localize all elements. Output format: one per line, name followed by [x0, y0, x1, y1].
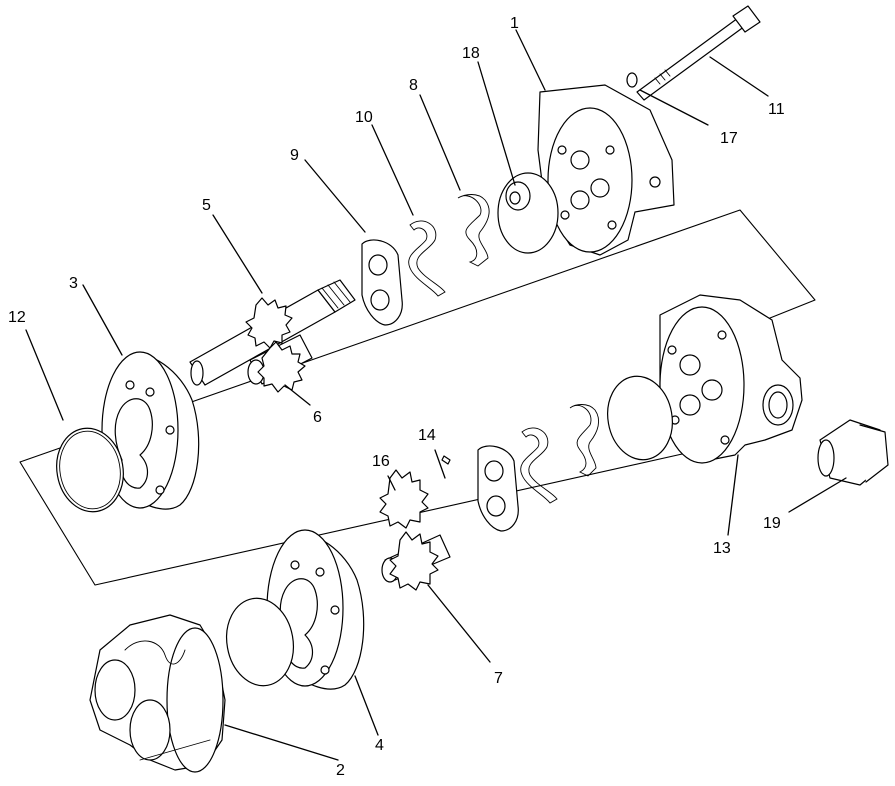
- callout-2: 2: [336, 762, 345, 779]
- part-17-washer: [626, 72, 638, 88]
- callout-1: 1: [510, 15, 519, 32]
- callout-17: 17: [720, 130, 738, 147]
- callout-13: 13: [713, 540, 731, 557]
- part-2-rear-housing: [89, 614, 226, 773]
- part-8-spring-seal: [457, 194, 490, 267]
- callout-14: 14: [418, 427, 436, 444]
- callout-9: 9: [290, 147, 299, 164]
- part-1-cover-housing: [537, 84, 675, 256]
- part-7-gear-shaft: [381, 531, 451, 591]
- part-18-seal-plate: [497, 172, 559, 254]
- callout-11: 11: [768, 101, 785, 118]
- part-13-pump-body: [659, 294, 803, 464]
- callout-19: 19: [763, 515, 781, 532]
- callout-4: 4: [375, 737, 384, 754]
- callout-12: 12: [8, 309, 26, 326]
- leader-lines: [25, 29, 847, 761]
- callout-10: 10: [355, 109, 373, 126]
- part-19-fitting: [817, 419, 889, 486]
- wear-plate-lower: [477, 445, 519, 532]
- callout-7: 7: [494, 670, 503, 687]
- callout-8: 8: [409, 77, 418, 94]
- part-14-dowel-pin: [441, 455, 451, 465]
- callout-labels: 1 2 3 4 5 6 7 8 9 10 11 12 13 14 16 17 1…: [8, 15, 785, 779]
- callout-5: 5: [202, 197, 211, 214]
- callout-6: 6: [313, 409, 322, 426]
- part-12-seal-ring: [56, 427, 124, 513]
- callout-18: 18: [462, 45, 480, 62]
- part-11-bolt: [636, 5, 761, 101]
- seal-ring-lower-left: [226, 597, 294, 687]
- part-5-drive-gear-shaft: [189, 279, 356, 386]
- part-10-seal: [408, 220, 446, 297]
- seal-lower: [520, 427, 558, 504]
- part-9-wear-plate: [361, 239, 403, 326]
- callout-3: 3: [69, 275, 78, 292]
- callout-16: 16: [372, 453, 390, 470]
- seal-ring-lower-right: [607, 375, 673, 461]
- spring-seal-lower: [569, 404, 600, 477]
- part-6-driven-gear: [247, 334, 313, 393]
